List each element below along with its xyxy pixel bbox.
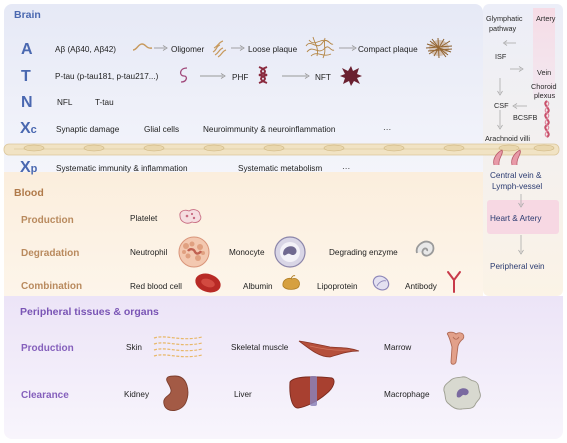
- neutrophil-label: Neutrophil: [130, 248, 168, 257]
- ttau-label: T-tau: [95, 98, 114, 107]
- tau-monomer-icon: [179, 67, 188, 83]
- loose-plaque-label: Loose plaque: [248, 45, 298, 54]
- row-letter-a: A: [21, 41, 33, 58]
- albumin-icon: [282, 275, 300, 290]
- arrow-isf-csf: [497, 78, 503, 96]
- neutrophil-icon: [178, 236, 210, 268]
- degrading-enzyme-label: Degrading enzyme: [329, 248, 398, 257]
- degrading-enzyme-icon: [415, 240, 435, 257]
- choroid-plexus-icon: [544, 100, 550, 138]
- peripheral-clearance-label: Clearance: [21, 390, 69, 401]
- choroid-label-2: plexus: [534, 91, 556, 100]
- marrow-label: Marrow: [384, 343, 412, 352]
- bcsfb-label: BCSFB: [513, 113, 538, 122]
- macrophage-icon: [443, 376, 481, 410]
- albumin-label: Albumin: [243, 282, 273, 291]
- arachnoid-villi-label: Arachnoid villi: [485, 134, 531, 143]
- platelet-icon: [179, 209, 202, 224]
- blood-production-label: Production: [21, 215, 74, 226]
- liver-label: Liver: [234, 390, 252, 399]
- monocyte-icon: [274, 236, 306, 268]
- membrane: [3, 143, 560, 156]
- compact-plaque-icon: [425, 37, 453, 59]
- lipoprotein-label: Lipoprotein: [317, 282, 358, 291]
- peripheral-vein-label: Peripheral vein: [490, 262, 545, 271]
- row-letter-t: T: [21, 68, 31, 85]
- isf-label: ISF: [495, 52, 507, 61]
- peripheral-title: Peripheral tissues & organs: [20, 306, 159, 318]
- phf-label: PHF: [232, 73, 249, 82]
- brain-title: Brain: [14, 9, 41, 21]
- kidney-icon: [163, 375, 189, 411]
- monocyte-label: Monocyte: [229, 248, 265, 257]
- artery-band: [533, 8, 555, 98]
- heart-artery-box: [487, 200, 559, 234]
- arrow-choroid-csf: [512, 103, 527, 109]
- choroid-label-1: Choroid: [531, 82, 557, 91]
- blood-degradation-label: Degradation: [21, 248, 80, 259]
- oligomer-icon: [212, 40, 227, 58]
- compact-plaque-label: Compact plaque: [358, 45, 418, 54]
- central-vein-label-1: Central vein &: [490, 171, 542, 180]
- abeta-label: Aβ (Aβ40, Aβ42): [55, 45, 117, 54]
- nft-icon: [340, 66, 362, 86]
- glymphatic-label-1: Glymphatic: [486, 14, 523, 23]
- blood-combination-label: Combination: [21, 281, 83, 292]
- arachnoid-villi-icon: [493, 149, 521, 166]
- xp-ellipsis: ···: [342, 164, 351, 173]
- ptau-label: P-tau (p-tau181, p-tau217...): [55, 72, 159, 81]
- arrow-central-heart: [518, 194, 524, 208]
- antibody-icon: [447, 271, 461, 293]
- arrow-csf-arachnoid: [497, 110, 503, 130]
- neuroimmunity-label: Neuroimmunity & neuroinflammation: [203, 125, 336, 134]
- central-vein-label-2: Lymph-vessel: [492, 182, 543, 191]
- peripheral-section-bg: [4, 296, 563, 439]
- systematic-metabolism-label: Systematic metabolism: [238, 164, 323, 173]
- csf-label: CSF: [494, 101, 509, 110]
- arrow-artery-isf: [502, 40, 516, 46]
- arrow-5: [282, 73, 310, 79]
- phf-icon: [258, 66, 268, 84]
- arrow-4: [200, 73, 226, 79]
- vein-label: Vein: [537, 68, 552, 77]
- loose-plaque-icon: [305, 36, 335, 59]
- nfl-label: NFL: [57, 98, 73, 107]
- synaptic-damage-label: Synaptic damage: [56, 125, 120, 134]
- arrow-3: [339, 45, 357, 51]
- xc-ellipsis: ···: [383, 125, 392, 134]
- row-letter-n: N: [21, 94, 33, 111]
- skeletal-muscle-label: Skeletal muscle: [231, 343, 289, 352]
- platelet-label: Platelet: [130, 214, 158, 223]
- liver-icon: [289, 376, 335, 409]
- peripheral-production-label: Production: [21, 343, 74, 354]
- arrow-2: [231, 45, 245, 51]
- marrow-icon: [446, 331, 465, 365]
- glial-cells-label: Glial cells: [144, 125, 180, 134]
- arrow-1: [154, 45, 168, 51]
- oligomer-label: Oligomer: [171, 45, 205, 54]
- blood-section-bg: [4, 172, 483, 296]
- glymphatic-label-2: pathway: [489, 24, 517, 33]
- heart-artery-label: Heart & Artery: [490, 214, 542, 223]
- artery-label: Artery: [536, 14, 556, 23]
- row-letter-xc: Xc: [20, 120, 37, 137]
- nft-label: NFT: [315, 73, 331, 82]
- arrow-heart-pvein: [518, 235, 524, 255]
- row-letter-xp: Xp: [20, 159, 38, 176]
- skin-icon: [153, 336, 203, 358]
- red-blood-cell-icon: [195, 273, 221, 293]
- antibody-label: Antibody: [405, 282, 437, 291]
- systematic-immunity-label: Systematic immunity & inflammation: [56, 164, 188, 173]
- skin-label: Skin: [126, 343, 142, 352]
- kidney-label: Kidney: [124, 390, 150, 399]
- lipoprotein-icon: [372, 275, 390, 291]
- abeta-monomer-icon: [132, 43, 153, 51]
- blood-title: Blood: [14, 187, 44, 199]
- skeletal-muscle-icon: [298, 340, 360, 358]
- macrophage-label: Macrophage: [384, 390, 430, 399]
- red-blood-cell-label: Red blood cell: [130, 282, 182, 291]
- arrow-isf-vein: [510, 66, 524, 72]
